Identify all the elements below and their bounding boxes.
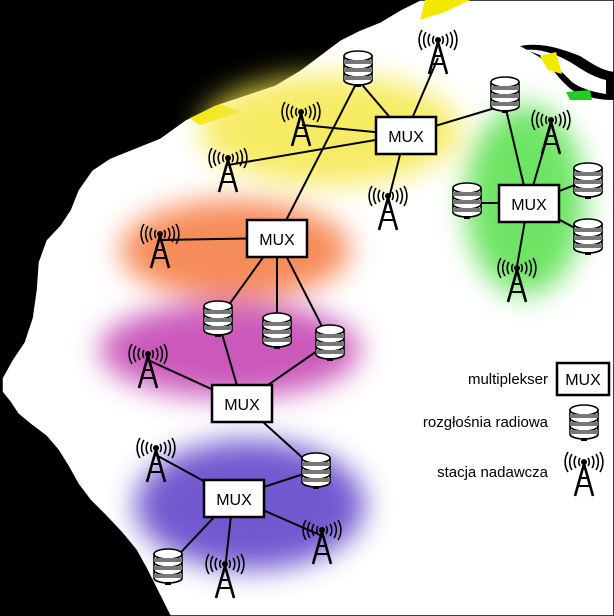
cluster-orange	[120, 200, 350, 300]
mux-green: MUX	[497, 183, 561, 224]
gulf-inner	[524, 49, 606, 94]
legend-transmitter-label: stacja nadawcza	[437, 464, 549, 481]
database-cylinder-icon	[262, 312, 292, 350]
legend-mux-symbol: MUX	[565, 372, 601, 389]
coast-yellow-top	[420, 0, 470, 20]
mux-magenta: MUX	[210, 383, 274, 424]
multiplexers: MUX MUX MUX MUX MUX	[202, 115, 561, 519]
database-cylinder-icon	[301, 452, 331, 490]
legend-multiplexer-label: multiplekser	[468, 371, 548, 388]
legend-database-cylinder-icon	[569, 404, 599, 442]
mux-label: MUX	[224, 397, 260, 414]
cluster-magenta	[100, 302, 360, 398]
mux-violet: MUX	[202, 478, 266, 519]
mux-label: MUX	[216, 492, 252, 509]
database-cylinder-icon	[490, 76, 520, 114]
database-cylinder-icon	[343, 50, 373, 88]
mux-yellow: MUX	[374, 115, 438, 156]
legend-mux-box-icon	[555, 361, 611, 397]
mux-orange: MUX	[245, 218, 309, 259]
database-cylinder-icon	[573, 218, 603, 256]
database-cylinder-icon	[315, 324, 345, 362]
outside-southwest	[0, 392, 170, 616]
mux-label: MUX	[388, 129, 424, 146]
coast-yellow-gulf	[540, 52, 562, 74]
database-cylinder-icon	[573, 162, 603, 200]
mux-label: MUX	[511, 197, 547, 214]
legend-radio-station-label: rozgłośnia radiowa	[423, 414, 549, 431]
coast-green-gulf	[566, 90, 592, 100]
legend: multiplekser MUX rozgłośnia radiowa stac…	[423, 361, 611, 498]
mux-label: MUX	[259, 232, 295, 249]
outside-west	[0, 0, 420, 392]
database-cylinder-icon	[153, 548, 183, 586]
database-cylinder-icon	[203, 300, 233, 338]
cluster-yellow	[200, 75, 460, 185]
database-cylinder-icon	[452, 182, 482, 220]
